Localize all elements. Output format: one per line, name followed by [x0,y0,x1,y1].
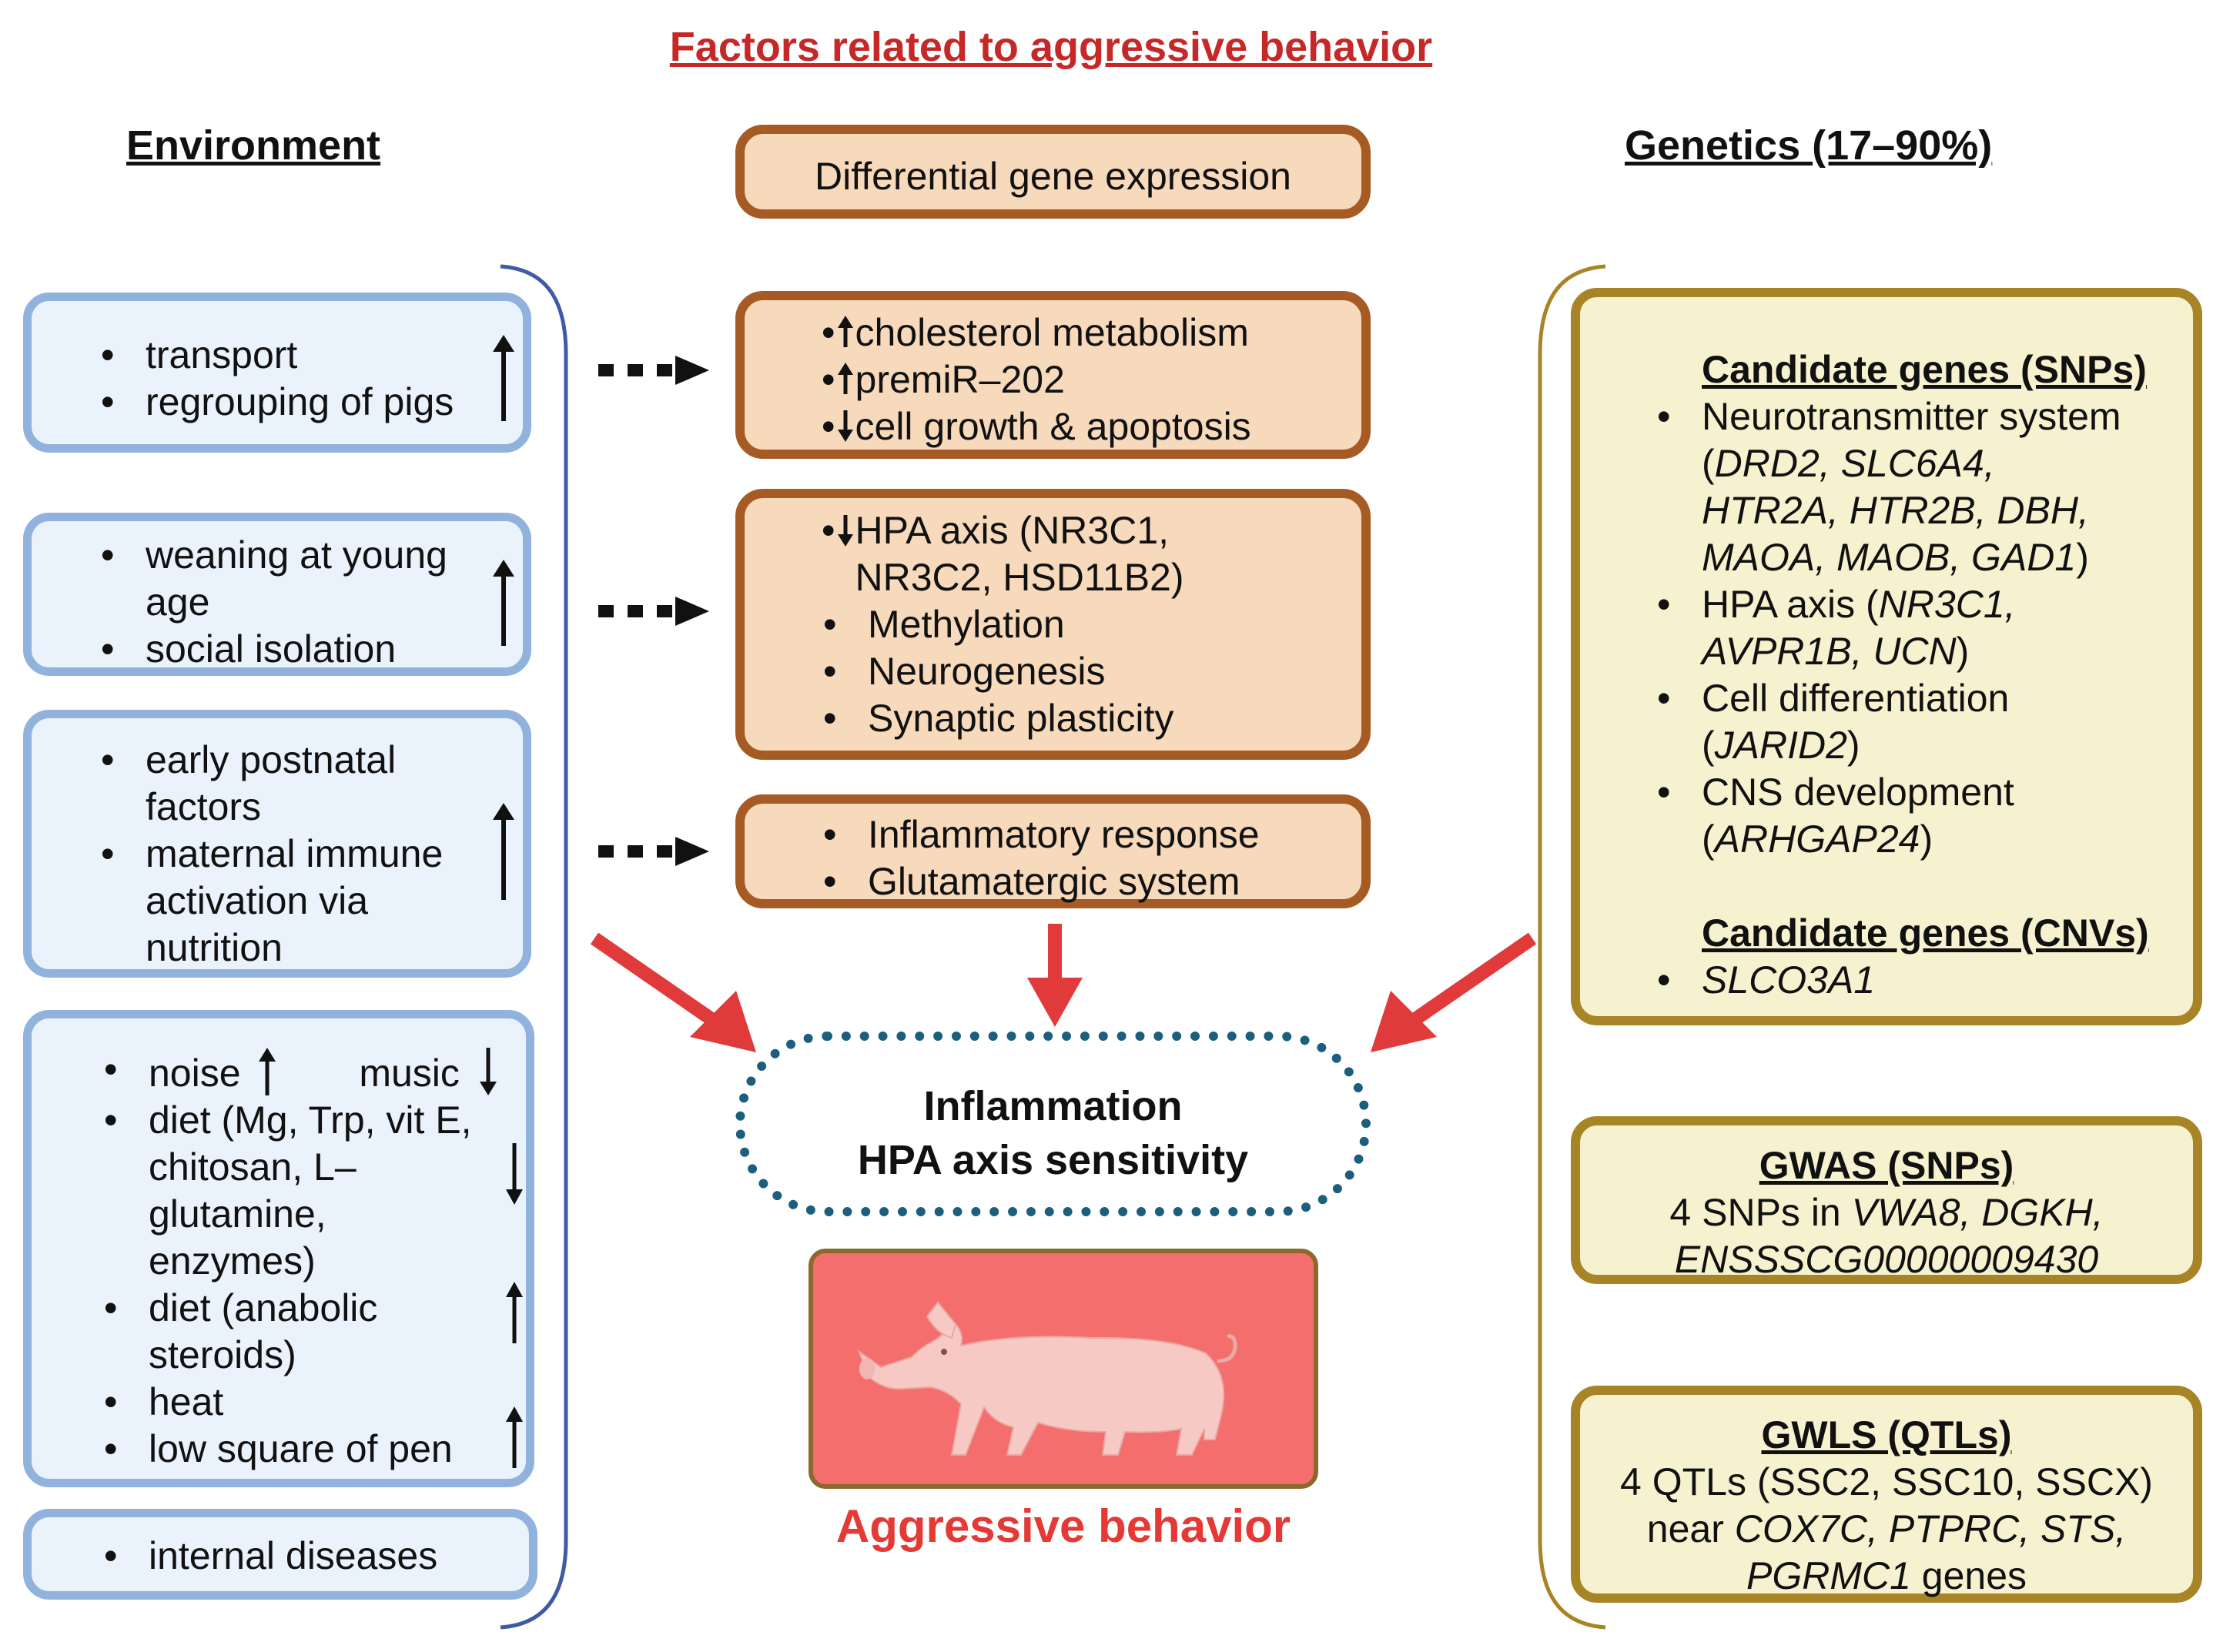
expression-item: Methylation [822,601,1225,648]
expression-item: • HPA axis (NR3C1, NR3C2, HSD11B2) [822,509,1184,599]
candidate-genes-box: Candidate genes (SNPs) Neurotransmitter … [1571,288,2202,1025]
genetics-bracket [1538,264,1606,1630]
expression-item: Glutamatergic system [822,858,1260,905]
snp-item: HPA axis (NR3C1, AVPR1B, UCN) [1656,581,2133,675]
arrow-up-icon [493,560,514,646]
expression-box-2: • HPA axis (NR3C1, NR3C2, HSD11B2) Methy… [735,489,1371,760]
red-arrow-icon [1027,924,1083,1027]
env-item: heat [102,1379,503,1426]
arrow-up-icon [493,803,514,900]
gwls-line: near COX7C, PTPRC, STS, [1646,1507,2127,1550]
env-item: maternal immune activation via nutrition [99,831,484,971]
env-item: weaning at young age [99,532,469,626]
gwas-line: 4 SNPs in VWA8, DGKH, [1669,1191,2104,1234]
dashed-arrow-icon [598,837,709,866]
env-item-noise-music: noise music [102,1046,503,1097]
env-box-5: internal diseases [23,1509,537,1600]
env-box-1: transport regrouping of pigs [23,293,531,453]
env-box-3: early postnatal factors maternal immune … [23,710,531,978]
inflammation-oval: Inflammation HPA axis sensitivity [735,1032,1371,1216]
red-arrow-icon [590,932,756,1052]
snp-item: Neurotransmitter system (DRD2, SLC6A4, H… [1656,393,2133,581]
dashed-arrow-icon [598,597,709,626]
env-item: music [359,1052,460,1095]
dashed-arrow-icon [598,356,709,385]
differential-gene-expression-label: Differential gene expression [815,155,1291,198]
expression-item: Synaptic plasticity [822,695,1225,742]
env-item: transport [99,332,484,379]
arrow-up-icon [493,335,514,421]
figure-title: Factors related to aggressive behavior [669,24,1433,70]
genetics-heading: Genetics (17–90%) [1625,122,1993,169]
env-box-2: weaning at young age social isolation [23,513,531,676]
env-item: diet (anabolic steroids) [102,1285,487,1379]
env-item: internal diseases [102,1533,518,1580]
pig-icon [857,1301,1237,1456]
env-item: early postnatal factors [99,737,484,831]
env-item: diet (Mg, Trp, vit E, chitosan, L–glutam… [102,1097,487,1285]
arrow-down-icon [837,410,853,442]
env-item: social isolation [99,626,469,673]
arrow-up-icon [259,1048,276,1095]
outcome-label: Aggressive behavior [835,1500,1291,1552]
env-item: low square of pen [102,1426,503,1473]
environment-heading: Environment [126,122,381,169]
arrow-up-icon [506,1282,523,1343]
arrow-down-icon [837,515,853,547]
arrow-up-icon [837,316,853,347]
oval-line: HPA axis sensitivity [857,1137,1249,1183]
gwls-line: 4 QTLs (SSC2, SSC10, SSCX) [1620,1460,2153,1503]
cnv-item: SLCO3A1 [1656,957,1875,1004]
snp-item: CNS development (ARHGAP24) [1656,769,2087,863]
expression-item: •cell growth & apoptosis [822,405,1251,448]
expression-item: •premiR–202 [822,358,1065,401]
env-item: noise [149,1052,241,1095]
arrow-down-icon [506,1143,523,1205]
arrow-up-icon [506,1406,523,1468]
oval-line: Inflammation [923,1083,1183,1129]
expression-box-3: Inflammatory response Glutamatergic syst… [735,794,1371,908]
expression-item: Inflammatory response [822,811,1260,858]
pig-image-box [809,1249,1318,1489]
snp-item: Cell differentiation (JARID2) [1656,675,2087,769]
arrow-up-icon [837,363,853,394]
gwas-line: ENSSSCG00000009430 [1674,1238,2099,1281]
candidate-genes-cnvs-heading: Candidate genes (CNVs) [1702,911,2149,955]
expression-box-1: •cholesterol metabolism •premiR–202 •cel… [735,291,1371,459]
env-item: regrouping of pigs [99,379,484,426]
gwas-box: GWAS (SNPs) 4 SNPs in VWA8, DGKH, ENSSSC… [1571,1116,2202,1284]
gwls-heading: GWLS (QTLs) [1761,1413,2012,1456]
expression-item: •cholesterol metabolism [822,311,1249,354]
expression-item: Neurogenesis [822,648,1225,695]
differential-gene-expression-box: Differential gene expression [735,125,1371,219]
gwas-heading: GWAS (SNPs) [1759,1144,2014,1187]
gwls-line: PGRMC1 genes [1746,1554,2027,1597]
gwls-box: GWLS (QTLs) 4 QTLs (SSC2, SSC10, SSCX) n… [1571,1386,2202,1603]
arrow-down-icon [479,1048,497,1095]
environment-bracket [500,264,568,1630]
candidate-genes-snps-heading: Candidate genes (SNPs) [1702,348,2147,391]
red-arrow-icon [1371,932,1537,1052]
env-box-4: noise music diet (Mg, Trp, vit E, chitos… [23,1010,534,1487]
